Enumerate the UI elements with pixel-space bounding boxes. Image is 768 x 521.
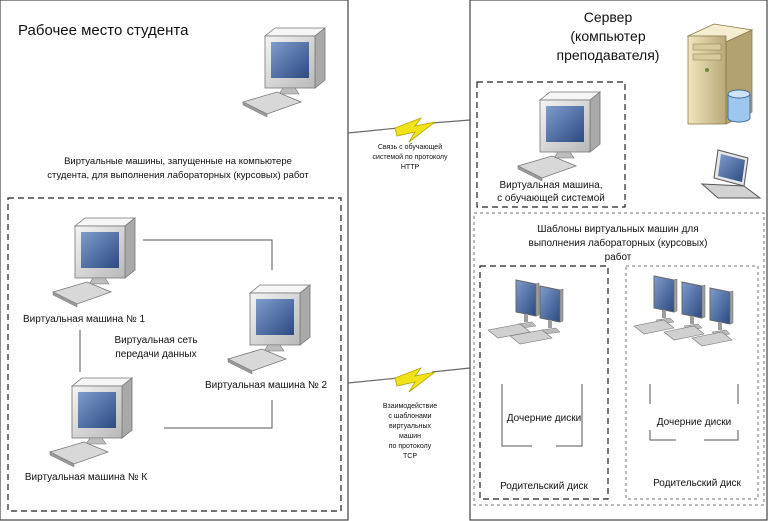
template-set-b: Дочерние диски Родительский диск — [625, 265, 759, 500]
student-vms-group — [7, 197, 342, 512]
http-link-line-3: HTTP — [401, 164, 420, 171]
child-disks-b-label: Дочерние диски — [657, 417, 731, 428]
tcp-link-line-5: по протоколу — [389, 443, 432, 450]
student-title: Рабочее место студента — [18, 22, 189, 39]
server-panel: Сервер (компьютер преподавателя) Виртуал… — [469, 0, 768, 521]
student-panel: Рабочее место студента Виртуальные машин… — [0, 0, 349, 521]
vm-caption-line-1: Виртуальные машины, запущенные на компью… — [64, 156, 292, 167]
learning-vm-group — [476, 81, 626, 208]
vmk-label: Виртуальная машина № К — [25, 472, 147, 483]
child-disks-a-label: Дочерние диски — [507, 413, 581, 424]
parent-disk-a-label: Родительский диск — [500, 481, 588, 492]
learning-vm-line-1: Виртуальная машина, — [500, 180, 603, 191]
server-title-line-2: (компьютер — [570, 28, 645, 44]
laptop-icon — [700, 149, 762, 199]
net-label-line-1: Виртуальная сеть — [114, 335, 197, 346]
tcp-link-line-4: машин — [399, 433, 421, 440]
vm-caption-line-2: студента, для выполнения лабораторных (к… — [47, 170, 309, 181]
server-title-line-3: преподавателя) — [557, 47, 660, 63]
server-database-icon — [727, 89, 751, 123]
template-set-b-border — [625, 265, 759, 500]
tcp-link-line-2: с шаблонами — [388, 412, 431, 420]
http-link-line-1: Связь с обучающей — [378, 143, 442, 151]
http-link: Связь с обучающей системой по протоколу … — [347, 117, 471, 171]
http-lightning-icon — [394, 117, 436, 143]
http-link-line-2: системой по протоколу — [372, 153, 448, 161]
server-title-line-1: Сервер — [584, 9, 633, 25]
net-link-vmk-vm2 — [164, 400, 273, 429]
tcp-lightning-icon — [394, 367, 436, 393]
templates-group — [473, 212, 765, 506]
templates-line-2: выполнения лабораторных (курсовых) — [529, 237, 708, 249]
templates-line-3: работ — [605, 251, 632, 263]
tcp-link-line-1: Взаимодействие — [383, 402, 437, 410]
template-set-a: Дочерние диски Родительский диск — [479, 265, 609, 500]
tcp-link: Взаимодействие с шаблонами виртуальных м… — [347, 367, 471, 460]
net-label-line-2: передачи данных — [115, 349, 196, 360]
template-set-a-border — [479, 265, 609, 500]
templates-line-1: Шаблоны виртуальных машин для — [537, 223, 698, 235]
learning-vm-line-2: с обучающей системой — [497, 192, 605, 204]
vm2-label: Виртуальная машина № 2 — [205, 380, 327, 391]
net-link-vm1-vm2 — [143, 239, 273, 270]
tcp-link-line-6: TCP — [403, 453, 417, 460]
vm1-label: Виртуальная машина № 1 — [23, 314, 145, 325]
parent-disk-b-label: Родительский диск — [653, 478, 741, 489]
tcp-link-line-3: виртуальных — [389, 423, 432, 430]
